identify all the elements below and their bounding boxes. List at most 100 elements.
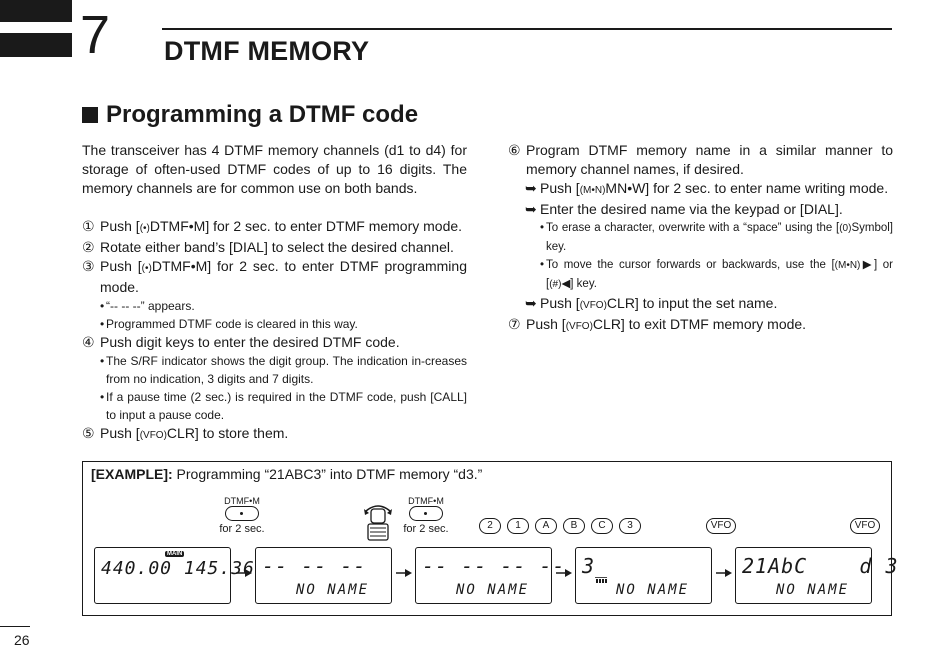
- key-vfo-icon: VFO: [850, 518, 880, 534]
- key-a-icon: A: [535, 518, 557, 534]
- lcd-line-1: 21AbC d 3: [742, 554, 899, 578]
- lcd-line-1: 440.00 145.36: [101, 558, 255, 579]
- note-text: Symbol] key.: [546, 222, 893, 253]
- step-number: ④: [82, 334, 95, 350]
- note-text: To erase a character, overwrite with a “…: [546, 222, 840, 234]
- step-2: ② Rotate either band’s [DIAL] to select …: [82, 238, 467, 257]
- right-arrow-icon: [236, 569, 252, 577]
- example-box: [EXAMPLE]: Programming “21ABC3” into DTM…: [82, 461, 892, 616]
- step-text: Enter the desired name via the keypad or…: [540, 201, 843, 217]
- dtmf-m-button-illustration: DTMF•M for 2 sec.: [214, 496, 270, 535]
- hold-caption: for 2 sec.: [403, 523, 449, 535]
- note-text: If a pause time (2 sec.) is required in …: [106, 390, 467, 422]
- lcd-display-5: 21AbC d 3 NO NAME: [735, 547, 898, 604]
- key-symbol: (•): [139, 223, 150, 234]
- step-text: Push [: [540, 180, 580, 196]
- right-arrow-icon: [396, 569, 412, 577]
- key-vfo-icon: VFO: [706, 518, 736, 534]
- header-rule: [162, 28, 892, 30]
- step-number: ②: [82, 239, 95, 255]
- key-symbol: (VFO): [565, 321, 593, 332]
- lcd-display-3: -- -- -- -- d 3 NO NAME: [415, 547, 656, 604]
- chapter-number: 7: [80, 5, 111, 65]
- example-title: [EXAMPLE]: Programming “21ABC3” into DTM…: [91, 466, 482, 482]
- substep: ➥ Push [(VFO)CLR] to input the set name.: [508, 294, 893, 315]
- step-number: ①: [82, 218, 95, 234]
- note-text: ▶] or [: [546, 259, 893, 290]
- lcd-line-2: NO NAME: [456, 582, 530, 598]
- chapter-title: DTMF MEMORY: [164, 36, 370, 66]
- note-text: ◀] key.: [561, 278, 597, 290]
- lcd-line-2: NO NAME: [776, 582, 850, 598]
- square-bullet-icon: [82, 107, 98, 123]
- step-text: Program DTMF memory name in a similar ma…: [526, 142, 893, 177]
- dtmf-m-button-illustration: DTMF•M for 2 sec.: [398, 496, 454, 535]
- example-text: Programming “21ABC3” into DTMF memory “d…: [172, 466, 483, 482]
- note: •“-- -- --” appears.: [100, 299, 195, 313]
- button-caption: DTMF•M: [408, 496, 444, 506]
- lcd-display-1: MAIN 440.00 145.36: [94, 547, 254, 604]
- left-column: The transceiver has 4 DTMF memory channe…: [82, 141, 467, 445]
- step-text: DTMF•M] for 2 sec. to enter DTMF memory …: [149, 218, 463, 234]
- step-5: ⑤ Push [(VFO)CLR] to store them.: [82, 424, 467, 445]
- note-text: The S/RF indicator shows the digit group…: [106, 354, 467, 386]
- step-text: CLR] to exit DTMF memory mode.: [592, 316, 807, 332]
- lcd-line-2: NO NAME: [296, 582, 370, 598]
- step-text: Rotate either band’s [DIAL] to select th…: [100, 239, 454, 255]
- key-3-icon: 3: [619, 518, 641, 534]
- arrow-icon: ➥: [525, 295, 537, 311]
- key-symbol: (VFO): [579, 300, 607, 311]
- dtmf-m-key-icon: [409, 506, 443, 521]
- step-text: CLR] to input the set name.: [606, 295, 778, 311]
- step-number: ⑤: [82, 425, 95, 441]
- right-arrow-icon: [716, 569, 732, 577]
- key-c-icon: C: [591, 518, 613, 534]
- step-text: Push [: [100, 218, 140, 234]
- step-text: Push [: [540, 295, 580, 311]
- header-bar-top: [0, 0, 72, 22]
- arrow-icon: ➥: [525, 180, 537, 196]
- subnote: • To erase a character, overwrite with a…: [540, 222, 893, 253]
- note-text: Programmed DTMF code is cleared in this …: [106, 317, 358, 331]
- step-4: ④ Push digit keys to enter the desired D…: [82, 333, 467, 352]
- button-caption: DTMF•M: [224, 496, 260, 506]
- key-symbol: (0): [839, 223, 852, 234]
- step-text: MN•W] for 2 sec. to enter name writing m…: [605, 180, 889, 196]
- header-bar-tab: [0, 33, 72, 57]
- section-heading: Programming a DTMF code: [82, 101, 418, 129]
- key-1-icon: 1: [507, 518, 529, 534]
- note-text: “-- -- --” appears.: [106, 299, 195, 313]
- page-number: 26: [14, 632, 30, 648]
- arrow-icon: ➥: [525, 201, 537, 217]
- step-number: ⑥: [508, 142, 521, 158]
- step-7: ⑦ Push [(VFO)CLR] to exit DTMF memory mo…: [508, 315, 893, 336]
- step-text: Push [: [100, 258, 142, 274]
- intro-paragraph: The transceiver has 4 DTMF memory channe…: [82, 142, 467, 196]
- step-text: Push digit keys to enter the desired DTM…: [100, 334, 400, 350]
- key-symbol: (VFO): [139, 430, 167, 441]
- hold-caption: for 2 sec.: [219, 523, 265, 535]
- subnote: • To move the cursor forwards or backwar…: [540, 259, 893, 290]
- page-rule: [0, 626, 30, 627]
- key-symbol: (#): [549, 279, 562, 290]
- substep: ➥ Push [(M•N)MN•W] for 2 sec. to enter n…: [508, 179, 893, 200]
- lcd-line-2: NO NAME: [616, 582, 690, 598]
- substep: ➥ Enter the desired name via the keypad …: [508, 200, 893, 219]
- example-label: [EXAMPLE]:: [91, 466, 173, 482]
- dial-icon: [364, 505, 392, 541]
- lcd-display-4: 3_ d 3 NO NAME: [575, 547, 777, 604]
- key-b-icon: B: [563, 518, 585, 534]
- step-3: ③ Push [(•)DTMF•M] for 2 sec. to enter D…: [82, 257, 467, 297]
- main-badge: MAIN: [165, 551, 185, 557]
- lcd-display-2: -- -- -- d 1 NO NAME: [255, 547, 457, 604]
- key-2-icon: 2: [479, 518, 501, 534]
- note: •If a pause time (2 sec.) is required in…: [100, 390, 467, 422]
- step-number: ③: [82, 258, 95, 274]
- step-text: DTMF•M] for 2 sec. to enter DTMF program…: [100, 258, 467, 295]
- step-number: ⑦: [508, 316, 521, 332]
- note: •The S/RF indicator shows the digit grou…: [100, 354, 467, 386]
- key-symbol: (M•N): [834, 260, 861, 271]
- step-text: CLR] to store them.: [166, 425, 289, 441]
- note: •Programmed DTMF code is cleared in this…: [100, 317, 358, 331]
- note-text: To move the cursor forwards or backwards…: [546, 259, 835, 271]
